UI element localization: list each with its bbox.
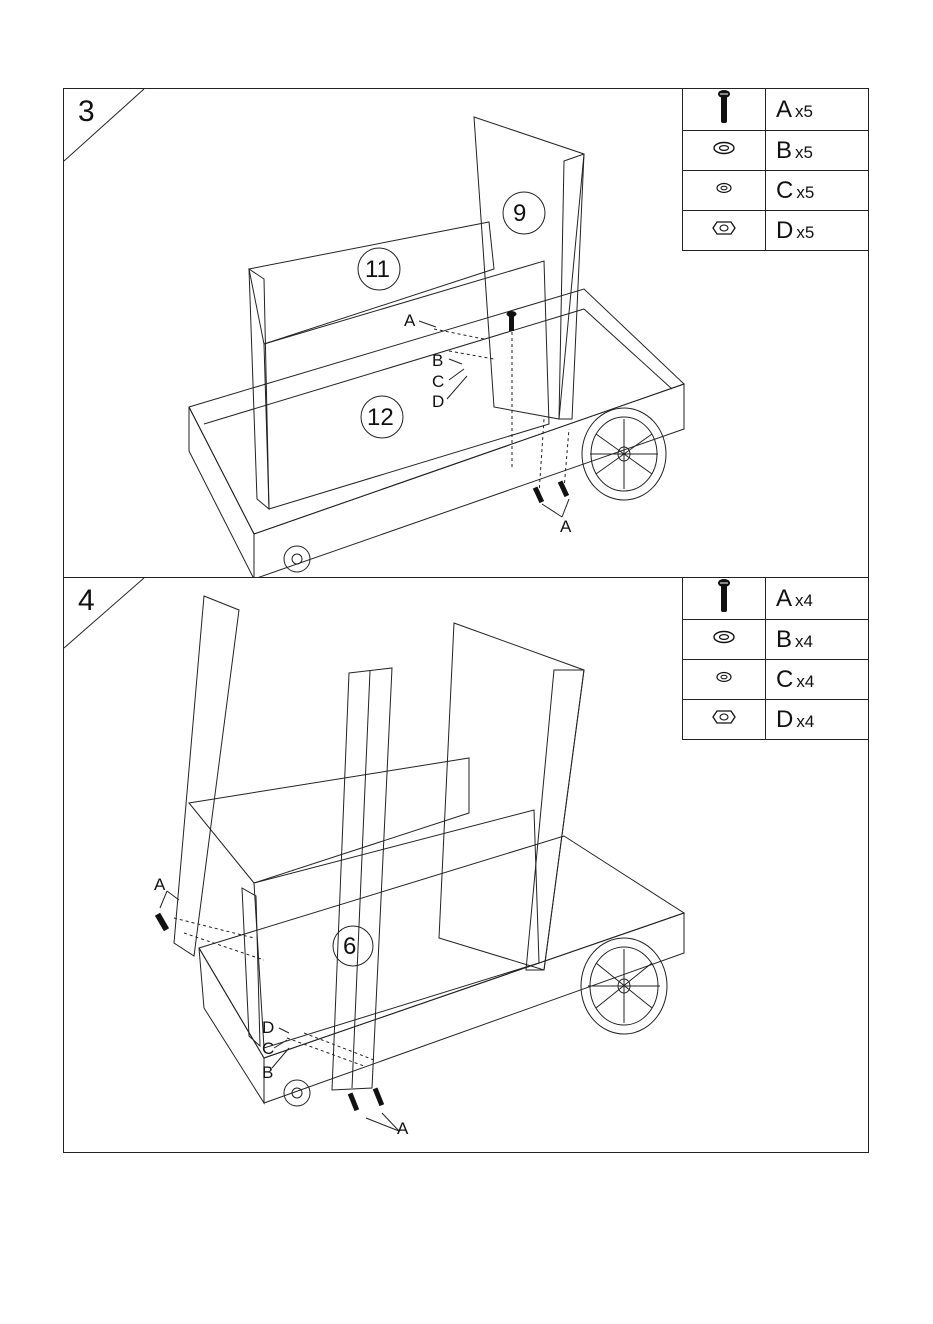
back-panel	[439, 623, 584, 970]
cart-base	[189, 289, 684, 578]
panel-label-9: 9	[513, 200, 526, 228]
left-upright	[174, 596, 469, 956]
callout-d: D	[432, 392, 444, 412]
callout-b: B	[262, 1063, 273, 1083]
rear-wheel	[581, 938, 667, 1034]
panel-label-11: 11	[365, 256, 390, 284]
callout-a-bottom: A	[560, 517, 571, 537]
rear-wheel	[582, 408, 666, 500]
callout-b: B	[432, 351, 443, 371]
assembly-drawing	[64, 89, 869, 578]
panel-12	[249, 261, 549, 509]
callout-c: C	[432, 372, 444, 392]
panel-label-12: 12	[367, 404, 394, 432]
callout-a-bottom: A	[397, 1119, 408, 1139]
panel-6	[332, 668, 392, 1090]
panel-label-6: 6	[343, 933, 356, 961]
assembly-drawing	[64, 578, 869, 1153]
panel-9	[474, 117, 584, 419]
front-castor	[284, 546, 310, 572]
callout-d: D	[262, 1018, 274, 1038]
inner-panel	[242, 810, 539, 1048]
callout-c: C	[262, 1039, 274, 1059]
callout-a: A	[404, 311, 415, 331]
callout-leaders	[160, 891, 399, 1131]
front-castor	[284, 1080, 310, 1106]
callout-a: A	[154, 875, 165, 895]
